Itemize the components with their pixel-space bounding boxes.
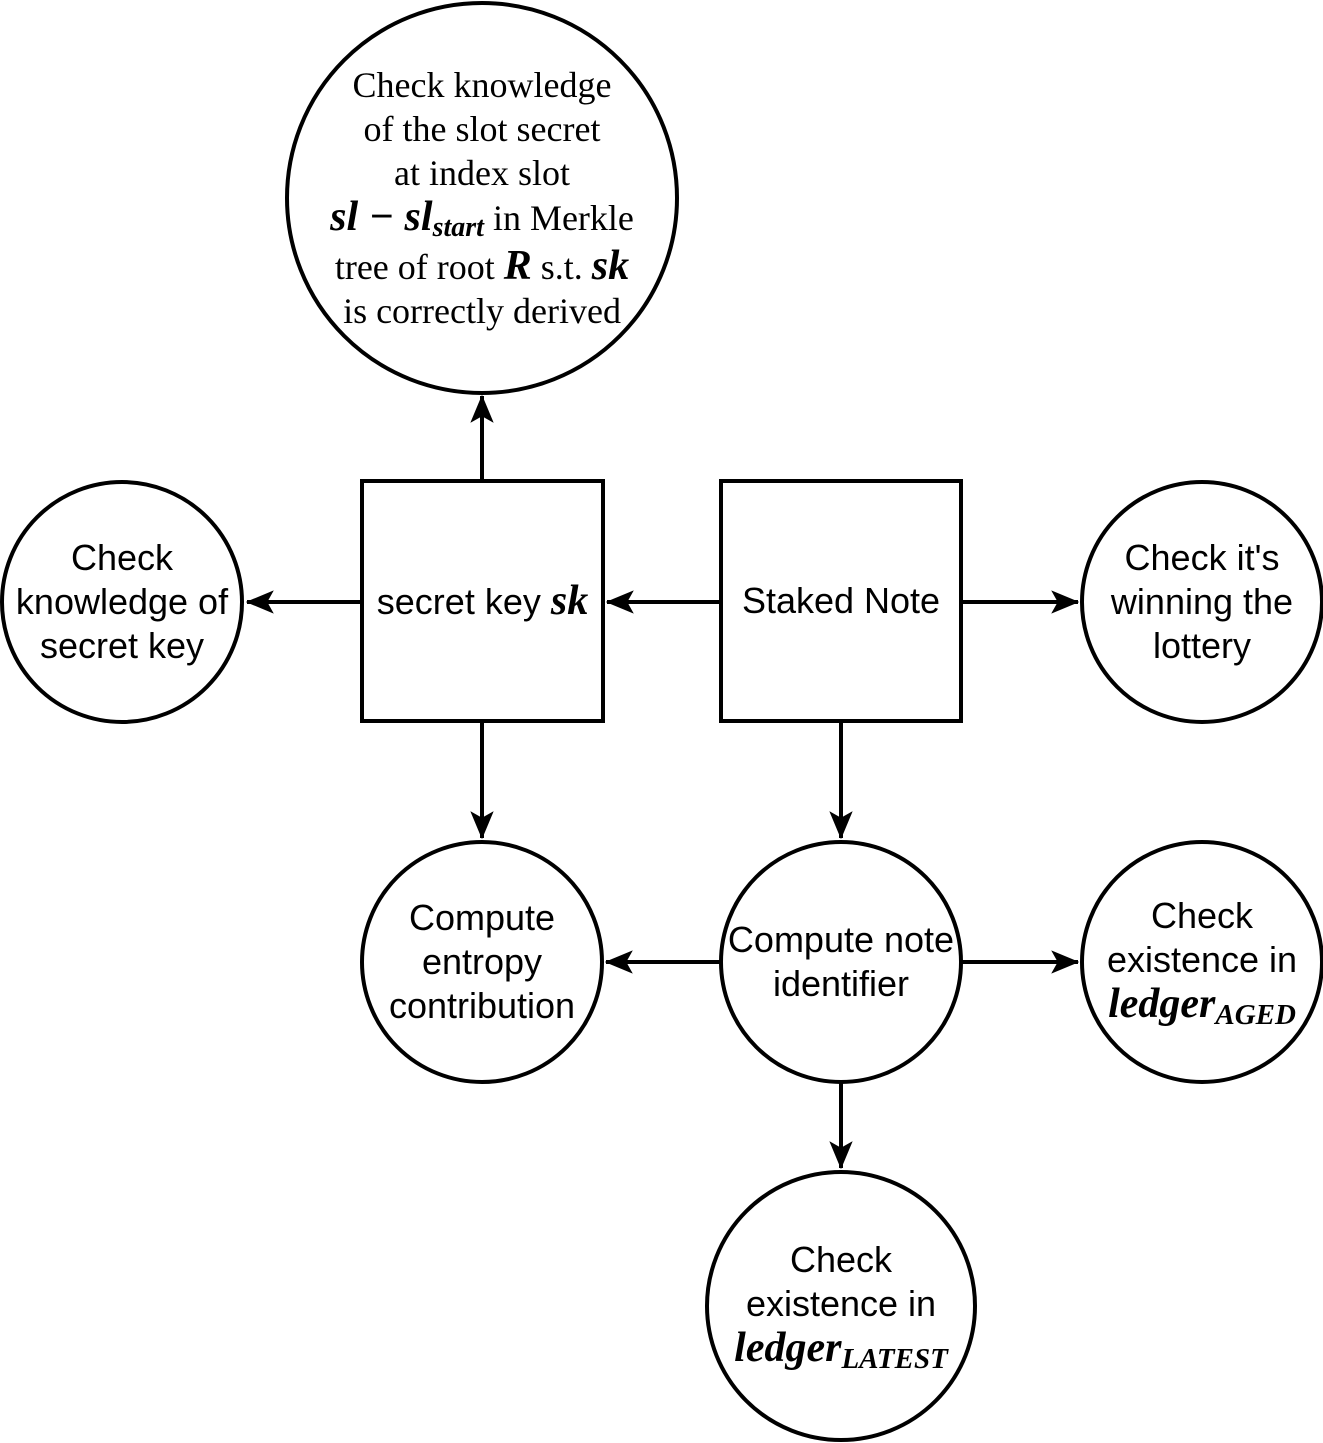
label-text: tree of root <box>334 247 504 287</box>
node-entropy-contribution-label: Compute entropy contribution <box>362 842 602 1082</box>
label-line: Check <box>70 537 174 578</box>
label-text: secret key <box>376 580 551 622</box>
node-note-identifier-label: Compute note identifier <box>721 842 961 1082</box>
label-line: is correctly derived <box>343 291 621 331</box>
label-line: Check <box>789 1239 893 1280</box>
label-line: existence in <box>1106 939 1298 980</box>
math-subscript: LATEST <box>841 1343 948 1375</box>
label-line: secret key sk <box>377 579 588 624</box>
node-ledger-aged-check-shape <box>1080 840 1323 1084</box>
label-line: Staked Note <box>741 580 941 621</box>
label-line: knowledge of <box>15 581 229 622</box>
node-secret-key-check-label: Check knowledge of secret key <box>2 482 242 722</box>
label-line: lottery <box>1152 625 1252 666</box>
math-token: ledger <box>734 1325 842 1371</box>
label-line: Compute <box>408 897 556 938</box>
label-line: Check it's <box>1124 537 1280 578</box>
math-subscript: start <box>432 212 484 243</box>
node-slot-secret-check-label: Check knowledge of the slot secret at in… <box>287 3 677 393</box>
math-token: ledger <box>1108 981 1216 1027</box>
math-subscript: AGED <box>1215 999 1296 1031</box>
node-ledger-latest-check-shape <box>705 1170 977 1442</box>
node-secret-key-check-shape <box>0 480 244 724</box>
node-lottery-check-label: Check it's winning the lottery <box>1082 482 1322 722</box>
node-secret-key-label: secret key sk <box>362 481 603 721</box>
label-line: Check knowledge <box>352 65 612 105</box>
label-line: existence in <box>745 1283 937 1324</box>
label-line: identifier <box>772 963 910 1004</box>
math-token: sk <box>550 577 589 624</box>
node-staked-note-label: Staked Note <box>721 481 961 721</box>
label-line: of the slot secret <box>363 109 601 149</box>
node-slot-secret-check-shape <box>285 1 679 395</box>
math-token: R <box>503 243 532 289</box>
label-text: in Merkle <box>483 198 634 238</box>
math-token: sl − sl <box>330 194 433 240</box>
node-lottery-check-shape <box>1080 480 1323 724</box>
node-entropy-contribution-shape <box>360 840 604 1084</box>
label-line: at index slot <box>394 153 570 193</box>
label-line: Check <box>1150 895 1254 936</box>
label-line: contribution <box>388 985 576 1026</box>
label-line: tree of root R s.t. sk <box>335 244 629 289</box>
label-line: entropy <box>421 941 543 982</box>
label-line: secret key <box>39 625 205 666</box>
label-text: s.t. <box>531 247 592 287</box>
label-line: Compute note <box>727 919 955 960</box>
math-token: sk <box>591 243 630 289</box>
label-line: winning the <box>1110 581 1294 622</box>
